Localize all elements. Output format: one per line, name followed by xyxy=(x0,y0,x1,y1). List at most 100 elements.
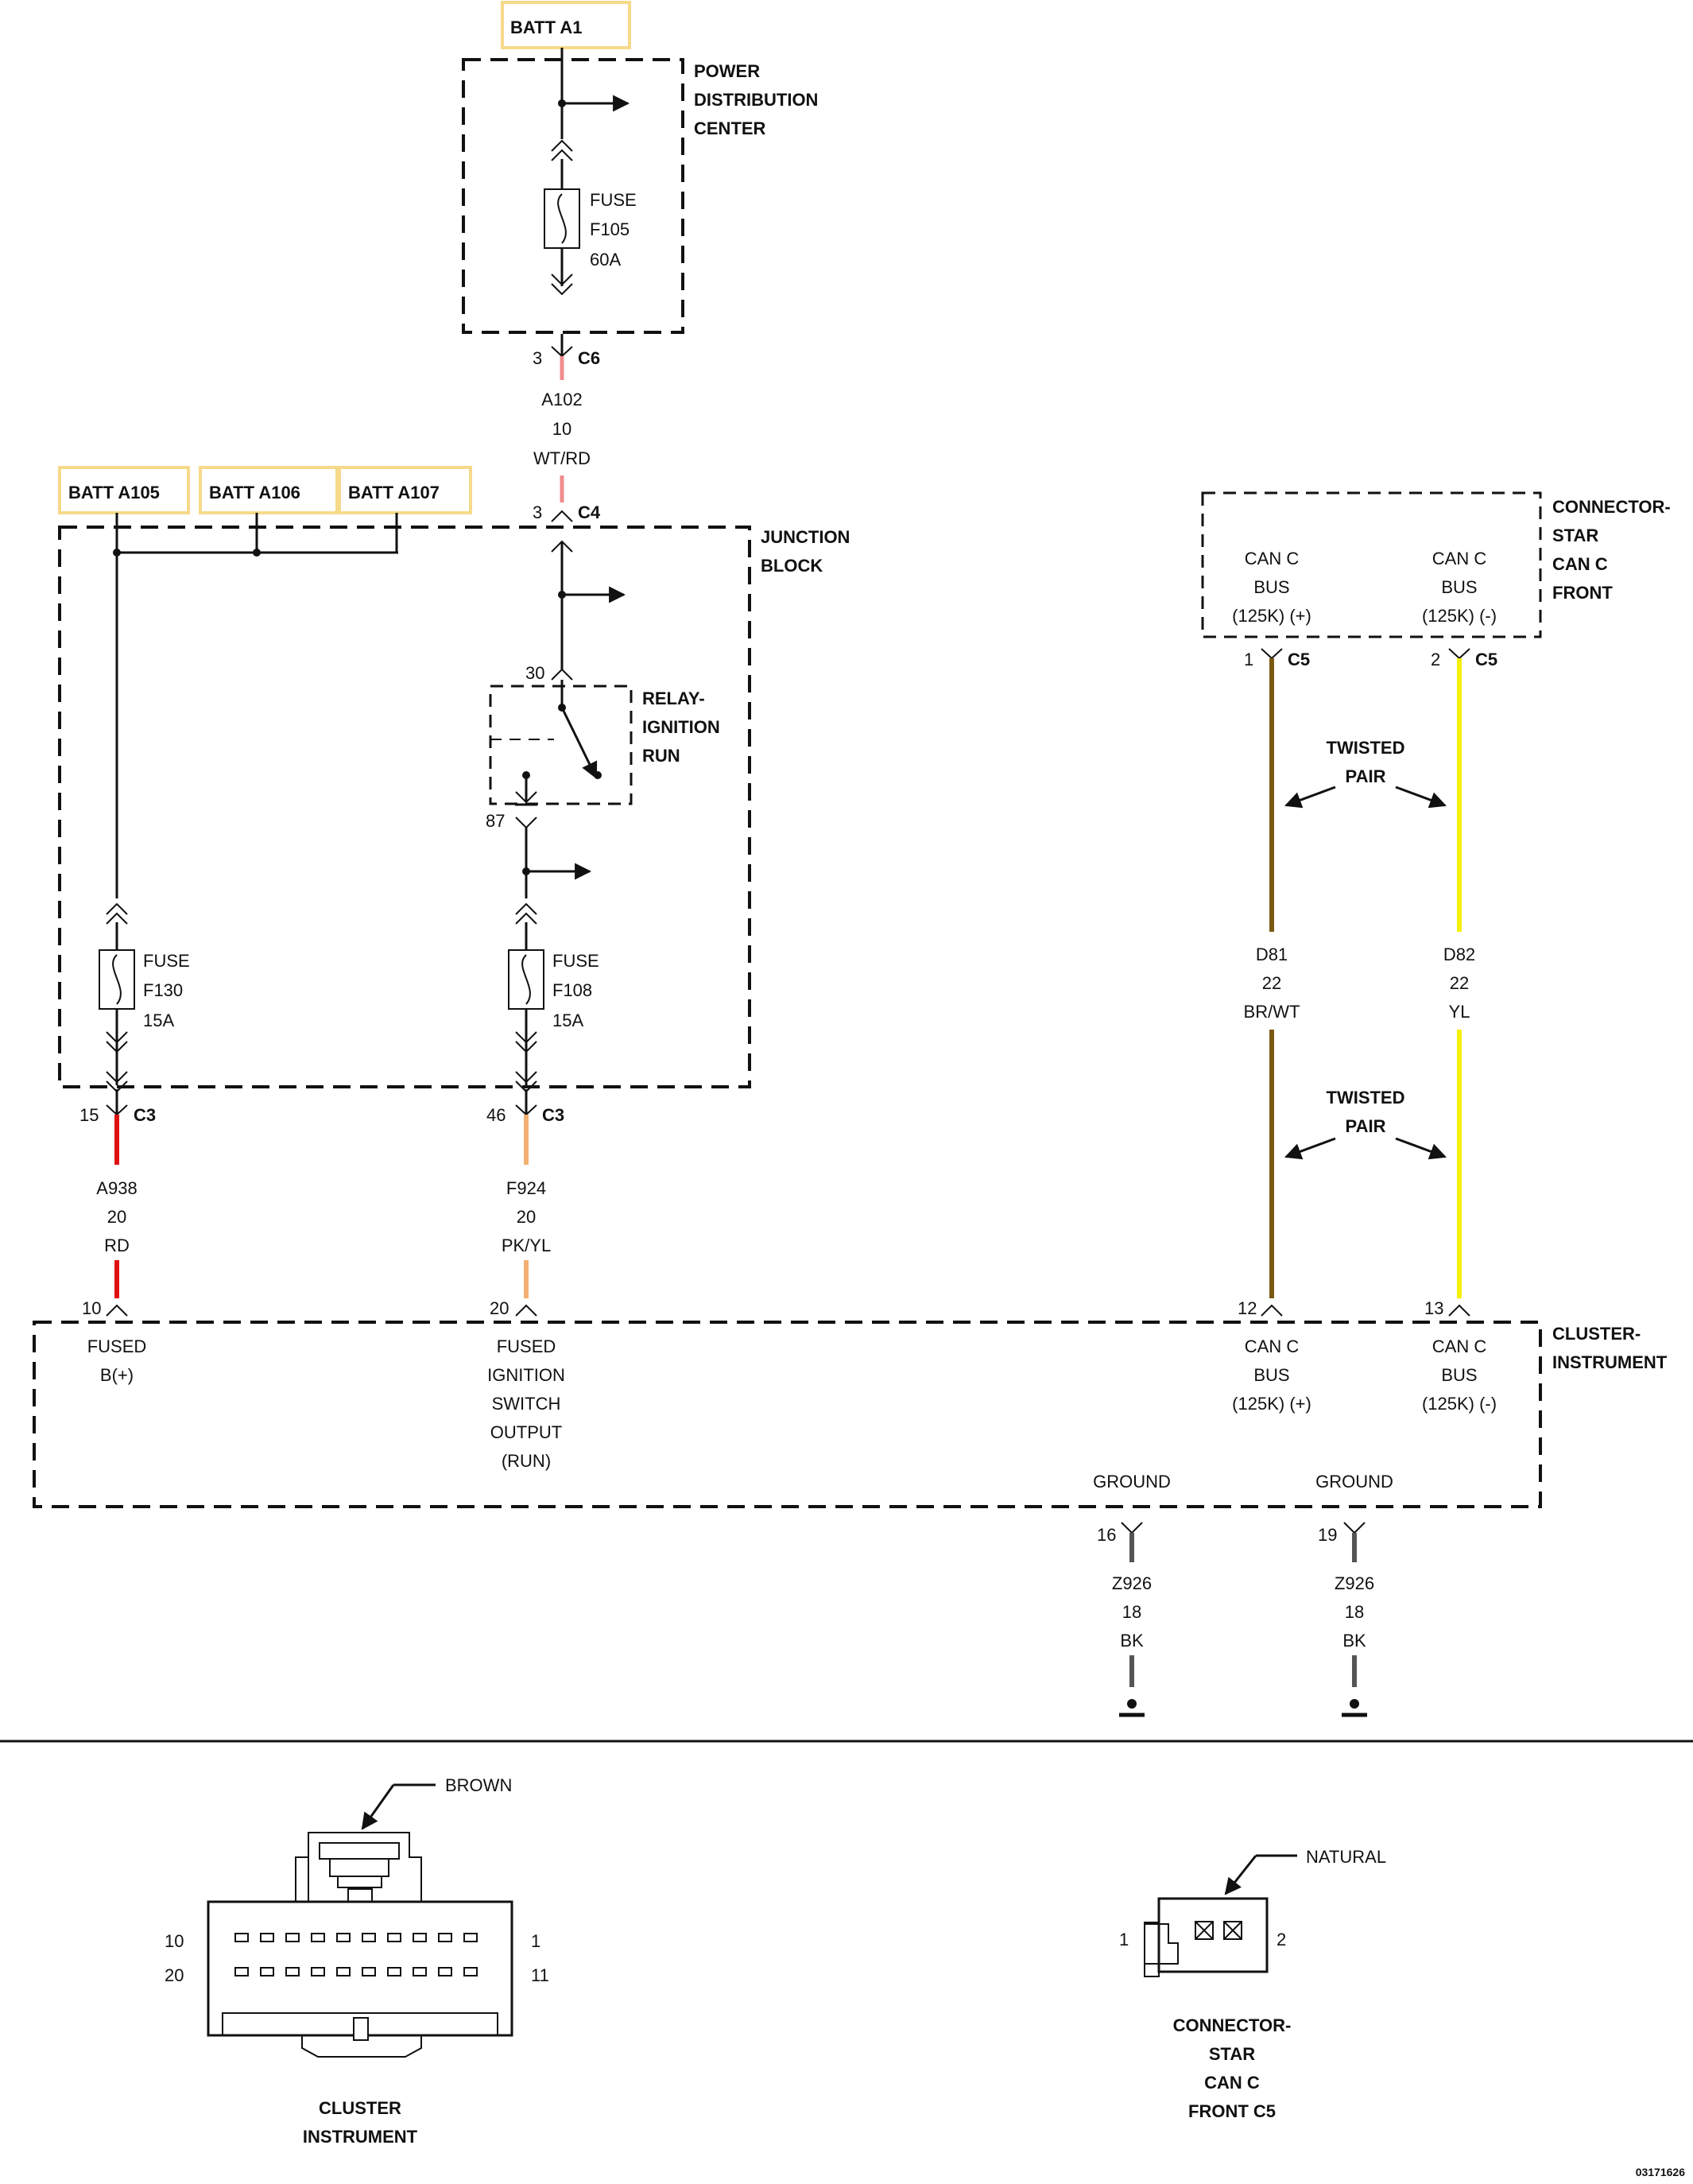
svg-text:RELAY-: RELAY- xyxy=(642,689,705,708)
cavity xyxy=(285,1967,300,1976)
svg-text:60A: 60A xyxy=(590,250,621,270)
svg-text:RD: RD xyxy=(104,1236,130,1255)
cavity xyxy=(285,1933,300,1942)
wire-f924: F924 20 PK/YL xyxy=(502,1115,551,1298)
svg-text:FRONT C5: FRONT C5 xyxy=(1188,2101,1276,2121)
svg-text:15A: 15A xyxy=(552,1011,583,1030)
svg-text:18: 18 xyxy=(1345,1602,1364,1622)
svg-text:CONNECTOR-: CONNECTOR- xyxy=(1173,2015,1292,2035)
svg-text:BK: BK xyxy=(1342,1631,1366,1651)
svg-text:CENTER: CENTER xyxy=(694,118,766,138)
svg-text:CLUSTER-: CLUSTER- xyxy=(1552,1324,1641,1344)
svg-text:15A: 15A xyxy=(143,1011,174,1030)
connector-c3-left: 15 C3 xyxy=(79,1089,156,1125)
svg-text:C3: C3 xyxy=(542,1105,564,1125)
svg-text:BUS: BUS xyxy=(1441,1365,1477,1385)
svg-text:12: 12 xyxy=(1238,1298,1257,1318)
svg-text:CAN C: CAN C xyxy=(1245,1336,1300,1356)
svg-text:(125K) (-): (125K) (-) xyxy=(1422,1394,1497,1414)
svg-text:BLOCK: BLOCK xyxy=(761,556,823,576)
svg-text:(RUN): (RUN) xyxy=(502,1451,551,1471)
svg-text:(125K) (+): (125K) (+) xyxy=(1232,1394,1311,1414)
cavity xyxy=(463,1933,478,1942)
svg-text:STAR: STAR xyxy=(1209,2044,1255,2064)
twisted-pair-lower: TWISTED PAIR xyxy=(1284,1088,1447,1160)
svg-text:16: 16 xyxy=(1097,1525,1116,1545)
wire-d81: D81 22 BR/WT xyxy=(1244,658,1300,1298)
batt-a1: BATT A1 xyxy=(501,1,631,49)
connector-c5-right: 2 C5 xyxy=(1431,648,1497,669)
svg-text:FUSE: FUSE xyxy=(143,951,190,971)
svg-text:FUSED: FUSED xyxy=(87,1336,147,1356)
svg-text:FUSED: FUSED xyxy=(497,1336,556,1356)
svg-text:POWER: POWER xyxy=(694,61,760,81)
star-connector-view: NATURAL 1 2 CONNECTOR- STAR CAN C FRONT … xyxy=(1119,1847,1386,2121)
svg-text:2: 2 xyxy=(1277,1930,1286,1949)
svg-text:CLUSTER: CLUSTER xyxy=(319,2098,401,2118)
svg-text:10: 10 xyxy=(165,1931,184,1951)
svg-text:CAN C: CAN C xyxy=(1204,2073,1260,2093)
svg-text:BATT A1: BATT A1 xyxy=(510,17,582,37)
svg-text:OUTPUT: OUTPUT xyxy=(490,1422,562,1442)
cavity xyxy=(387,1933,401,1942)
svg-text:CONNECTOR-: CONNECTOR- xyxy=(1552,497,1671,517)
svg-text:F924: F924 xyxy=(506,1178,546,1198)
cluster-connector-view: BROWN 10 1 20 11 CLUSTER INSTRUMENT xyxy=(165,1775,549,2147)
svg-text:20: 20 xyxy=(107,1207,126,1227)
svg-text:CAN C: CAN C xyxy=(1245,549,1300,568)
cavity xyxy=(311,1933,325,1942)
cluster-cavities xyxy=(234,1933,478,1976)
ground-pin-16: 16 Z926 18 BK xyxy=(1097,1522,1152,1717)
cavity xyxy=(463,1967,478,1976)
svg-text:C5: C5 xyxy=(1475,650,1497,669)
cavity xyxy=(260,1967,274,1976)
cluster-instrument: CLUSTER- INSTRUMENT 10 FUSED B(+) 20 FUS… xyxy=(33,1298,1668,1508)
svg-text:BUS: BUS xyxy=(1253,577,1289,597)
junction-block: JUNCTION BLOCK FUSE F130 15A 30 xyxy=(58,513,850,1093)
connector-star-can-c-front: CONNECTOR- STAR CAN C FRONT CAN C BUS (1… xyxy=(1201,491,1671,638)
svg-text:IGNITION: IGNITION xyxy=(487,1365,565,1385)
svg-text:GROUND: GROUND xyxy=(1093,1472,1171,1492)
svg-text:FUSE: FUSE xyxy=(590,190,637,210)
batt-a107: BATT A107 xyxy=(338,466,472,514)
svg-text:Z926: Z926 xyxy=(1112,1573,1152,1593)
svg-text:15: 15 xyxy=(79,1105,99,1125)
svg-text:TWISTED: TWISTED xyxy=(1327,1088,1405,1108)
svg-text:BATT A107: BATT A107 xyxy=(348,483,440,502)
svg-text:PAIR: PAIR xyxy=(1346,1116,1386,1136)
svg-text:PAIR: PAIR xyxy=(1346,766,1386,786)
svg-text:20: 20 xyxy=(490,1298,509,1318)
batt-a106: BATT A106 xyxy=(199,466,339,514)
fuse-f130: FUSE F130 15A xyxy=(99,949,190,1030)
svg-text:1: 1 xyxy=(1119,1930,1129,1949)
svg-text:D81: D81 xyxy=(1256,945,1288,964)
svg-text:2: 2 xyxy=(1431,650,1440,669)
svg-text:FUSE: FUSE xyxy=(552,951,599,971)
svg-text:22: 22 xyxy=(1450,973,1469,993)
svg-text:RUN: RUN xyxy=(642,746,680,766)
svg-text:1: 1 xyxy=(1244,650,1253,669)
cavity xyxy=(260,1933,274,1942)
svg-text:(125K) (-): (125K) (-) xyxy=(1422,606,1497,626)
svg-text:JUNCTION: JUNCTION xyxy=(761,527,850,547)
svg-text:Z926: Z926 xyxy=(1335,1573,1374,1593)
svg-text:(125K) (+): (125K) (+) xyxy=(1232,606,1311,626)
connector-c3-mid: 46 C3 xyxy=(486,1089,564,1125)
cavity xyxy=(234,1967,249,1976)
svg-text:YL: YL xyxy=(1449,1002,1470,1022)
power-distribution-center: POWER DISTRIBUTION CENTER FUSE F105 60A xyxy=(462,48,818,334)
cavity xyxy=(413,1967,427,1976)
svg-text:C5: C5 xyxy=(1288,650,1310,669)
connector-c4: 3 C4 xyxy=(533,502,601,522)
cavity xyxy=(336,1967,351,1976)
svg-text:F130: F130 xyxy=(143,980,183,1000)
svg-text:C4: C4 xyxy=(578,502,601,522)
svg-text:F108: F108 xyxy=(552,980,592,1000)
svg-text:WT/RD: WT/RD xyxy=(533,448,591,468)
svg-text:A102: A102 xyxy=(541,390,582,409)
svg-text:46: 46 xyxy=(486,1105,506,1125)
wire-a938: A938 20 RD xyxy=(96,1115,138,1298)
svg-text:87: 87 xyxy=(486,811,505,831)
cavity xyxy=(413,1933,427,1942)
